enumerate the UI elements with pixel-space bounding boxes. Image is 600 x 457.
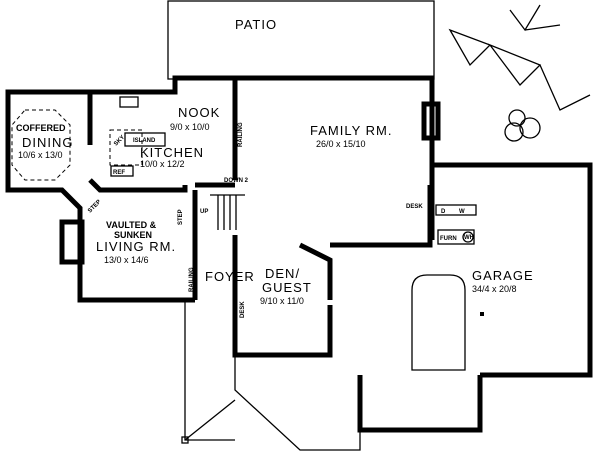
nook-label: NOOK [178,105,220,120]
dryer-label: D [441,209,446,215]
desk-label-1: DESK [406,204,423,210]
living-label-3: LIVING RM. [96,239,176,254]
porch [181,300,361,451]
furnace [437,229,475,245]
railing-label-1: RAILING [238,122,244,147]
foyer-label: FOYER [205,269,255,284]
water-heater-label: WH [464,235,474,241]
sky-label: SKY [113,134,126,147]
den-label-1: DEN/ [265,266,300,281]
coffer-outline [11,109,71,181]
railing-label-2: RAILING [189,267,195,292]
living-label-1: VAULTED & [106,220,157,230]
down-label: DOWN 2 [224,178,249,184]
dining-label: COFFERED [16,123,66,133]
furnace-label: FURN [440,236,457,242]
curved-walkway [448,28,591,111]
ref-label: REF [113,170,125,176]
washer-dryer [435,204,477,216]
water-heater [462,231,474,243]
exterior-walls [5,75,593,433]
stairs [210,194,245,230]
refrigerator [110,165,134,177]
dining-label-2: DINING [22,135,74,150]
garage-size: 34/4 x 20/8 [472,284,517,294]
washer-label: W [459,209,465,215]
car-icon [411,274,466,371]
garage-label: GARAGE [472,268,534,283]
garage-marker [480,312,484,316]
patio-label: PATIO [235,17,277,32]
kitchen-size: 10/0 x 12/2 [140,159,185,169]
up-label: UP [200,209,208,215]
kitchen-label: KITCHEN [140,145,204,160]
living-label-2: SUNKEN [114,230,152,240]
tree-icons [504,4,561,142]
family-size: 26/0 x 15/10 [316,139,366,149]
living-size: 13/0 x 14/6 [104,255,149,265]
island-label: ISLAND [133,138,156,144]
patio-outline [167,0,435,80]
island [124,132,166,147]
den-size: 9/10 x 11/0 [260,296,304,306]
skylight [109,129,143,166]
step-label-1: STEP [87,199,102,214]
sink [119,96,139,108]
family-fireplace [421,101,441,141]
living-fireplace [59,219,85,265]
dining-size: 10/6 x 13/0 [18,150,63,160]
den-label-2: GUEST [262,280,312,295]
nook-size: 9/0 x 10/0 [170,122,210,132]
step-label-2: STEP [178,209,184,225]
family-label: FAMILY RM. [310,123,392,138]
desk-label-2: DESK [240,301,246,318]
